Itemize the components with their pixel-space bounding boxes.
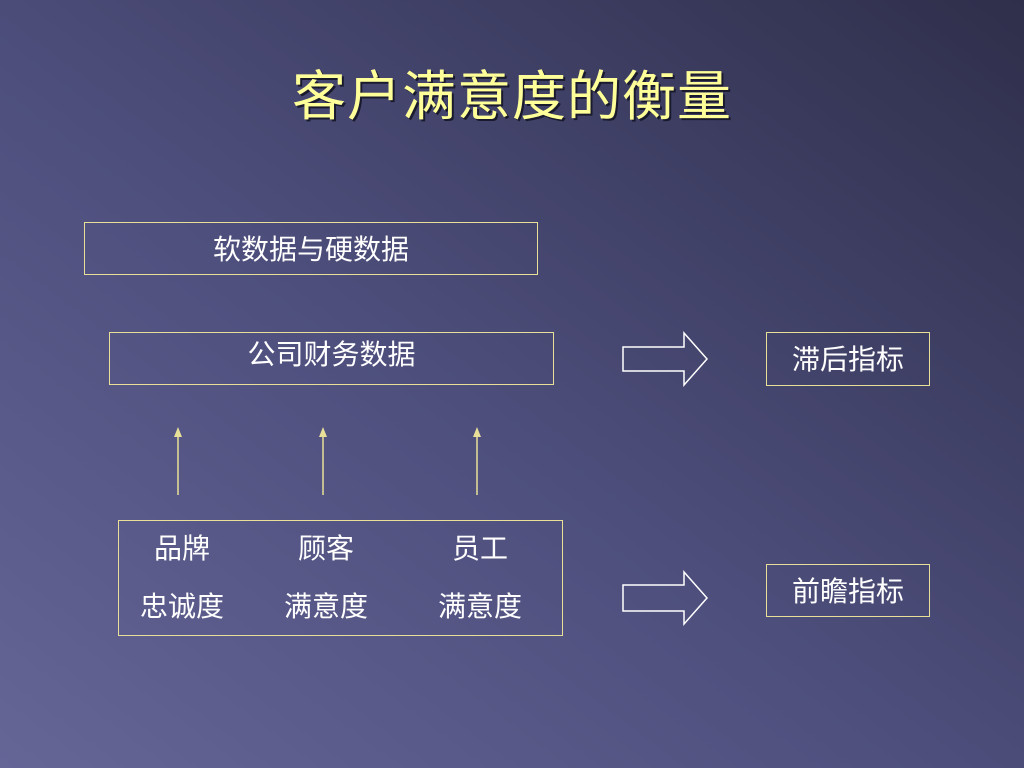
up-arrow-left-head [174,427,182,437]
lagging-indicator-box: 滞后指标 [766,332,930,386]
driver-brand-loyalty: 品牌 忠诚度 [107,521,257,637]
leading-indicator-box: 前瞻指标 [766,564,930,617]
driver-label-line2: 满意度 [437,590,522,623]
driver-label-line2: 满意度 [283,590,368,623]
driver-label-line2: 忠诚度 [139,590,224,623]
driver-customer-satisfaction: 顾客 满意度 [251,521,401,637]
drivers-box: 品牌 忠诚度 顾客 满意度 员工 满意度 [118,520,563,636]
slide-title: 客户满意度的衡量 [292,65,732,128]
soft-hard-data-box: 软数据与硬数据 [84,222,538,275]
driver-label-line1: 顾客 [297,532,354,565]
financial-data-box: 公司财务数据 [109,332,554,385]
driver-employee-satisfaction: 员工 满意度 [405,521,555,637]
driver-label-line1: 品牌 [153,532,210,565]
up-arrow-middle-head [319,427,327,437]
block-arrow-to-lagging [622,331,709,387]
driver-label-line1: 员工 [451,532,508,565]
block-arrow-to-leading [622,570,709,626]
up-arrow-right-head [473,427,481,437]
